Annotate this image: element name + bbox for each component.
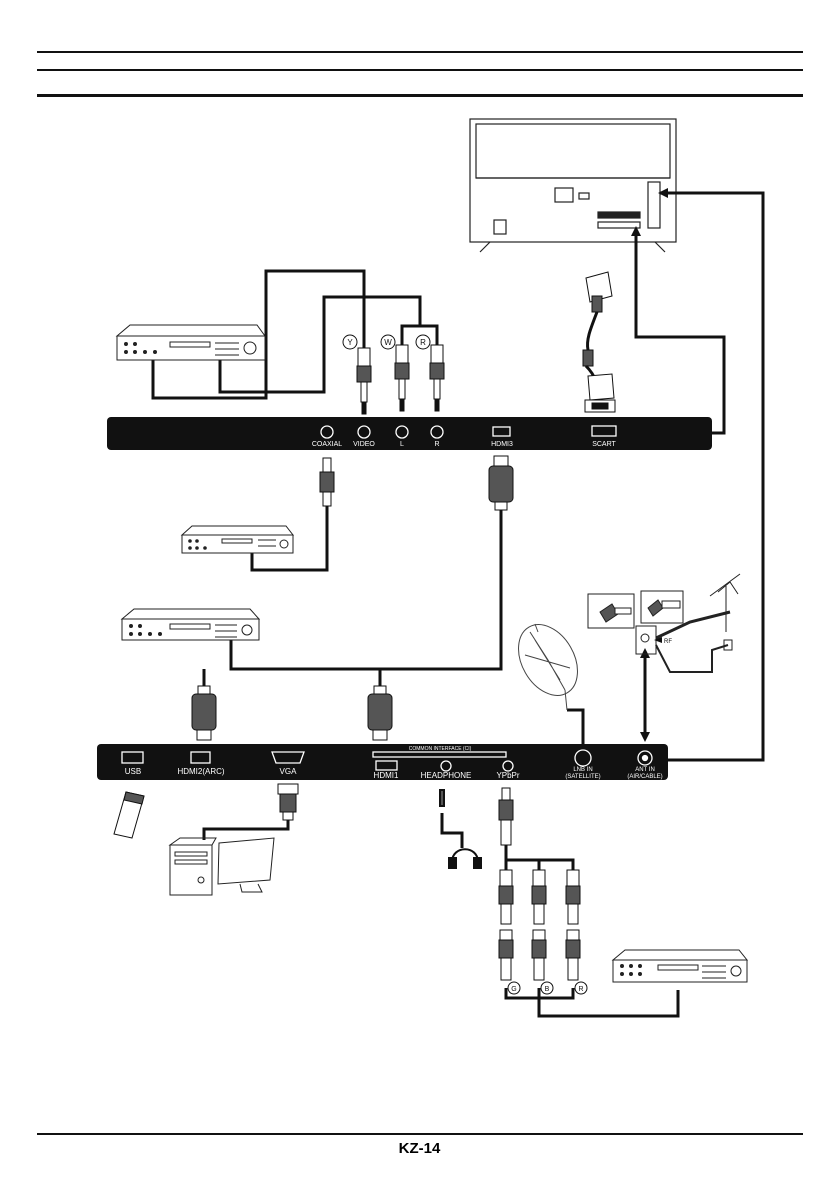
vga-plug bbox=[277, 783, 299, 821]
scart-cable bbox=[582, 271, 616, 413]
rca-r-label: R bbox=[420, 338, 426, 347]
video-label: VIDEO bbox=[353, 441, 375, 448]
page-number: KZ-14 bbox=[398, 1140, 441, 1157]
tv-rear-view bbox=[469, 118, 677, 253]
usb-stick bbox=[113, 791, 145, 839]
scart-label: SCART bbox=[592, 441, 616, 448]
hdmi3-label: HDMI3 bbox=[491, 441, 513, 448]
header-rule-2 bbox=[37, 69, 803, 71]
hdmi-plug-left bbox=[191, 685, 217, 741]
dvd-player-top bbox=[115, 324, 266, 361]
hdmi-plug-right bbox=[367, 685, 393, 741]
rca-plugs-top bbox=[342, 334, 445, 415]
rca-y-label: Y bbox=[347, 338, 353, 347]
ant-in-label: ANT IN bbox=[635, 767, 655, 773]
hdmi2-label: HDMI2(ARC) bbox=[177, 767, 224, 776]
component-plugs bbox=[498, 869, 588, 995]
dvd-player-middle bbox=[180, 525, 295, 554]
common-interface-label: COMMON INTERFACE (CI) bbox=[409, 746, 472, 752]
headphones bbox=[439, 789, 482, 869]
component-g-label: G bbox=[511, 986, 516, 993]
component-r-label: R bbox=[578, 986, 583, 993]
header-rule-3 bbox=[37, 94, 803, 97]
header-rule-1 bbox=[37, 51, 803, 53]
rf-label: RF bbox=[664, 639, 672, 645]
footer-rule bbox=[37, 1133, 803, 1135]
rca-w-label: W bbox=[384, 338, 392, 347]
cables bbox=[151, 191, 765, 1018]
antenna-connection bbox=[587, 573, 741, 673]
coaxial-label: COAXIAL bbox=[312, 441, 342, 448]
hdmi1-label: HDMI1 bbox=[374, 771, 399, 780]
ant-aircable-label: (AIR/CABLE) bbox=[627, 774, 662, 780]
top-panel: COAXIAL VIDEO L R HDMI3 SCART bbox=[107, 417, 712, 450]
ypbpr-label: YPbPr bbox=[496, 771, 519, 780]
coaxial-plug bbox=[319, 457, 335, 507]
ypbpr-plug bbox=[498, 787, 514, 846]
lnb-in-label: LNB IN bbox=[573, 767, 592, 773]
bottom-panel: USB HDMI2(ARC) VGA COMMON INTERFACE (CI)… bbox=[97, 744, 668, 780]
audio-r-label: R bbox=[434, 441, 439, 448]
computer bbox=[168, 837, 275, 896]
vga-label: VGA bbox=[280, 767, 298, 776]
dvd-player-hdmi bbox=[120, 608, 261, 641]
usb-label: USB bbox=[125, 767, 141, 776]
satellite-dish bbox=[518, 623, 578, 711]
lnb-satellite-label: (SATELLITE) bbox=[565, 774, 600, 780]
headphone-label: HEADPHONE bbox=[421, 771, 472, 780]
component-b-label: B bbox=[545, 986, 550, 993]
audio-l-label: L bbox=[400, 441, 404, 448]
dvd-player-component bbox=[611, 949, 749, 983]
hdmi-plug-top bbox=[488, 455, 514, 511]
